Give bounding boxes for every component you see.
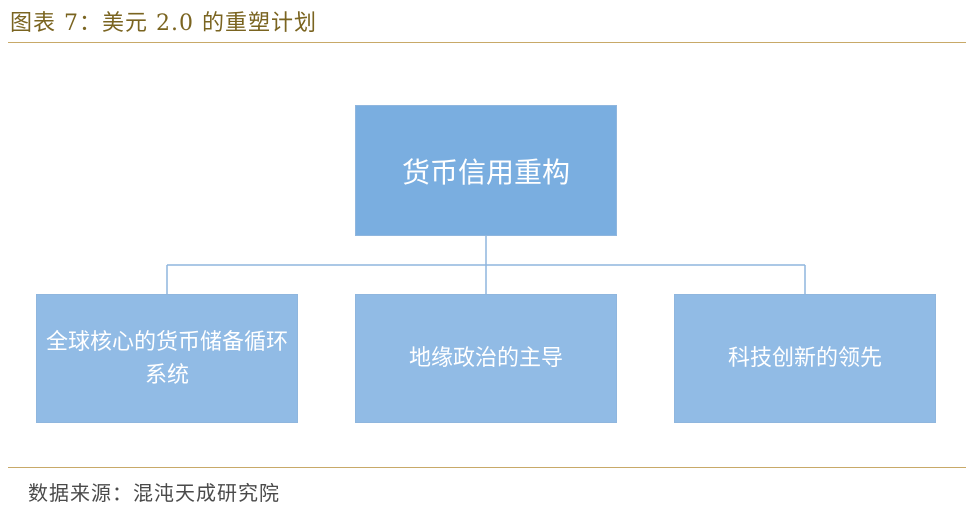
top-divider	[8, 42, 966, 43]
child-node-reserve-system: 全球核心的货币储备循环系统	[36, 294, 298, 423]
child-node-label: 科技创新的领先	[727, 346, 882, 371]
data-source-note: 数据来源：混沌天成研究院	[28, 481, 280, 505]
child-node-label: 地缘政治的主导	[408, 346, 563, 371]
child-node-geopolitics: 地缘政治的主导	[355, 294, 617, 423]
root-node: 货币信用重构	[355, 105, 617, 236]
figure-title: 图表 7：美元 2.0 的重塑计划	[10, 11, 317, 36]
bottom-divider	[8, 467, 966, 468]
child-node-label: 全球核心的货币储备循环系统	[45, 329, 288, 388]
child-node-tech-innovation: 科技创新的领先	[674, 294, 936, 423]
root-node-label: 货币信用重构	[401, 155, 570, 189]
